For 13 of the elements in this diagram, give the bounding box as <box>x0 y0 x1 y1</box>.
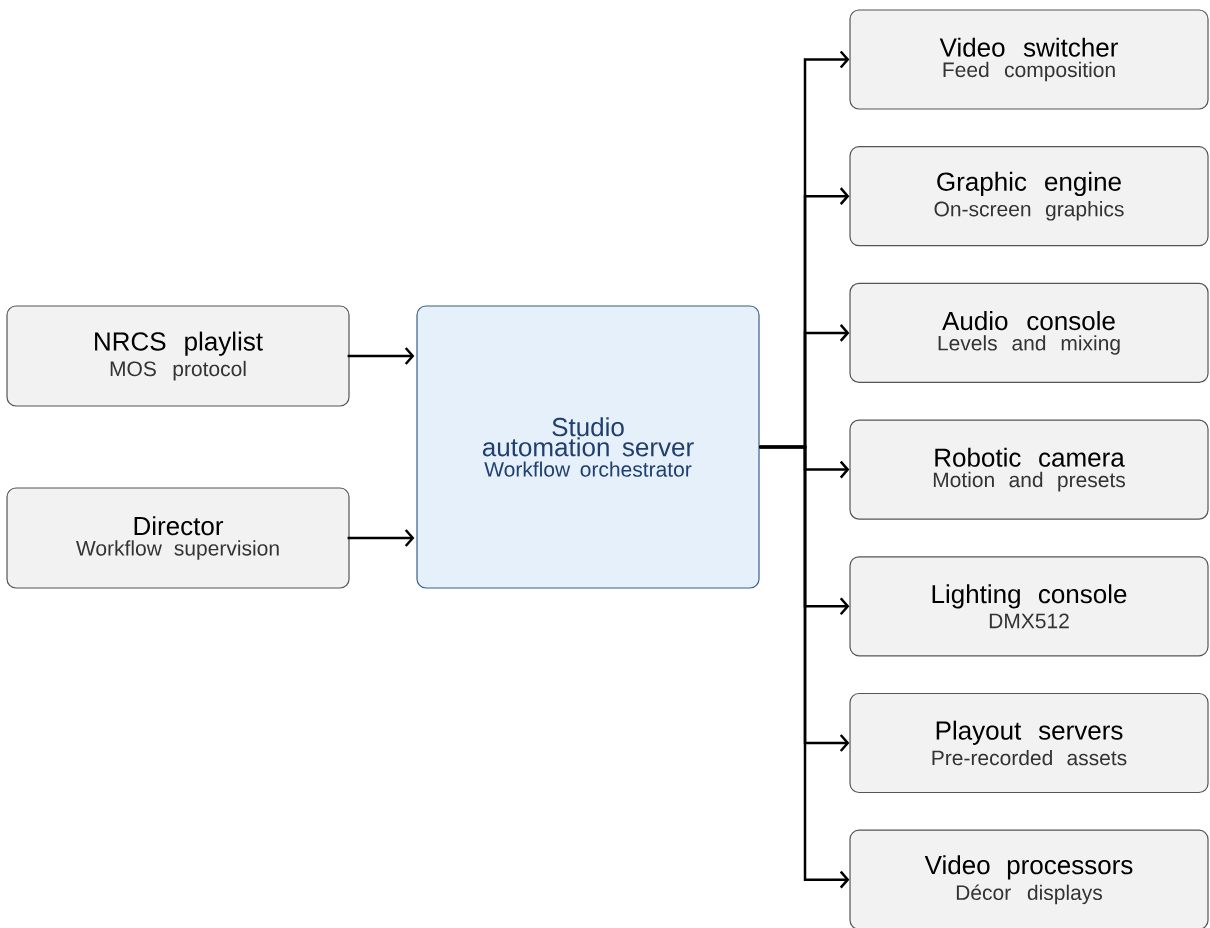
box: Playout servers Pre-recorded assets <box>849 692 1209 794</box>
arrow <box>347 529 415 547</box>
server-box: Studio automation server Workflow orchestrator <box>416 305 760 589</box>
box: Director Workflow supervision <box>6 487 350 589</box>
arrow <box>347 347 415 365</box>
box: Video processors Décor displays <box>849 829 1209 928</box>
box: Audio console Levels and mixing <box>849 282 1209 383</box>
box: Lighting console DMX512 <box>849 556 1209 657</box>
box: Video switcher Feed composition <box>849 9 1209 110</box>
arrow <box>759 445 850 889</box>
box: NRCS playlist MOS protocol <box>6 305 350 407</box>
box: Robotic camera Motion and presets <box>849 419 1209 520</box>
box: Graphic engine On-screen graphics <box>849 146 1209 247</box>
